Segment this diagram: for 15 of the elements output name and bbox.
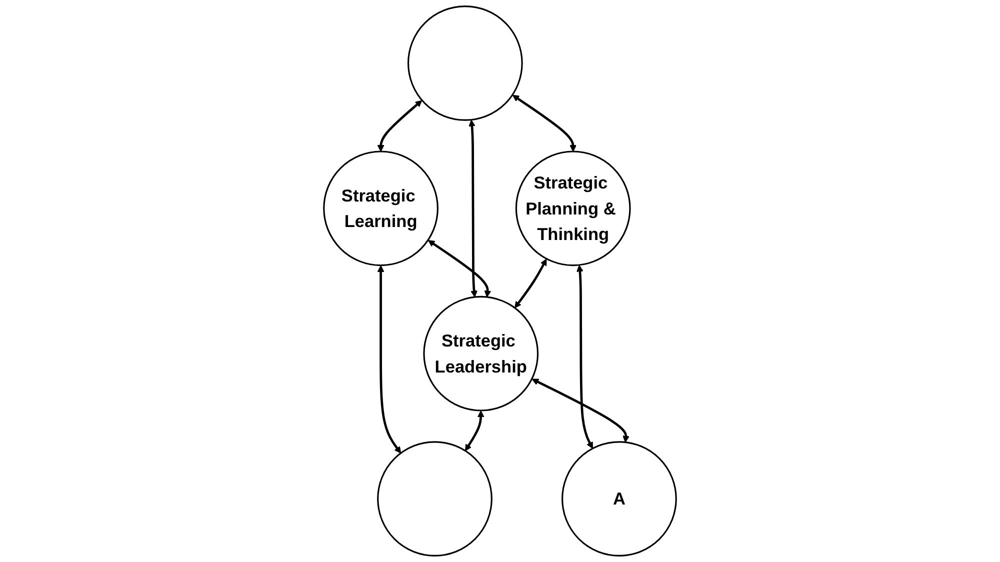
node-circle: A (562, 441, 677, 556)
node-circle: Strategic Learning (323, 150, 438, 266)
node-circle: Strategic Leadership (423, 296, 539, 412)
node-circle (377, 441, 492, 556)
arrow (428, 240, 492, 298)
arrow (532, 378, 630, 443)
arrow (464, 410, 484, 452)
arrow (576, 264, 593, 449)
arrow (468, 120, 478, 298)
node-circle (407, 6, 523, 121)
arrow (514, 258, 547, 308)
arrow (512, 94, 577, 152)
node-circle: Strategic Planning & Thinking (515, 150, 631, 266)
arrow (377, 100, 422, 152)
arrow (377, 265, 402, 454)
